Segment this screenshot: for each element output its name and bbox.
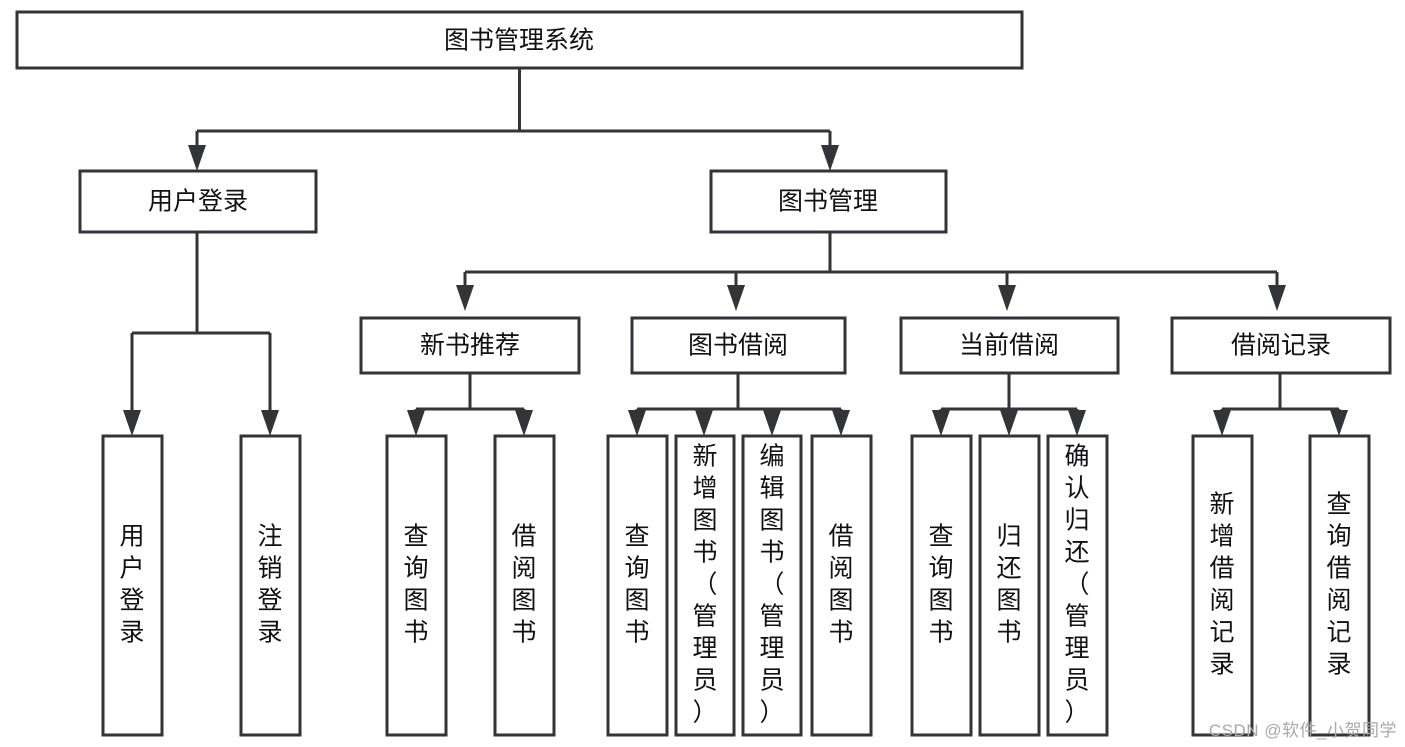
leaf-book-borrow-1[interactable]: 新增图书（管理员）: [674, 434, 736, 737]
leaf-borrow-record-0[interactable]: 新增借阅记录: [1191, 434, 1254, 737]
connector-group-new-book: [407, 373, 533, 436]
connector-group-book-borrow: [628, 373, 850, 436]
leaf-current-borrow-2-label: 确认归还（管理员）: [1064, 442, 1089, 726]
leaf-current-borrow-1-label: 归还图书: [996, 522, 1021, 646]
leaf-new-book-0-label: 查询图书: [403, 522, 428, 646]
connector-group-book-manage: [456, 232, 1286, 311]
leaf-current-borrow-0[interactable]: 查询图书: [910, 434, 973, 737]
leaf-user-login-1[interactable]: 注销登录: [239, 434, 302, 737]
node-book-manage-label: 图书管理: [778, 188, 878, 216]
node-new-book-recommend-label: 新书推荐: [420, 332, 520, 360]
connector-group-root: [188, 68, 839, 171]
leaf-new-book-1[interactable]: 借阅图书: [493, 434, 556, 737]
node-user-login-label: 用户登录: [148, 188, 248, 216]
node-root[interactable]: 图书管理系统: [15, 10, 1024, 70]
node-new-book-recommend[interactable]: 新书推荐: [359, 316, 581, 375]
node-current-borrow[interactable]: 当前借阅: [899, 316, 1120, 375]
leaf-user-login-0-label: 用户登录: [119, 522, 144, 646]
leaf-borrow-record-1[interactable]: 查询借阅记录: [1308, 434, 1371, 737]
node-book-borrow[interactable]: 图书借阅: [630, 316, 847, 375]
connector-group-current-borrow: [932, 373, 1086, 436]
leaf-book-borrow-0[interactable]: 查询图书: [606, 434, 669, 737]
leaf-book-borrow-3-label: 借阅图书: [828, 522, 853, 646]
leaf-book-borrow-1-label: 新增图书（管理员）: [692, 442, 717, 726]
leaf-user-login-1-label: 注销登录: [257, 522, 282, 646]
leaf-new-book-0[interactable]: 查询图书: [385, 434, 448, 737]
leaf-current-borrow-2[interactable]: 确认归还（管理员）: [1046, 434, 1109, 737]
leaf-current-borrow-0-label: 查询图书: [928, 522, 953, 646]
leaf-borrow-record-1-label: 查询借阅记录: [1326, 490, 1351, 678]
node-root-label: 图书管理系统: [444, 27, 594, 55]
leaf-book-borrow-0-label: 查询图书: [624, 522, 649, 646]
node-borrow-record-label: 借阅记录: [1231, 332, 1331, 360]
leaf-new-book-1-label: 借阅图书: [511, 522, 536, 646]
node-book-borrow-label: 图书借阅: [688, 332, 788, 360]
node-user-login[interactable]: 用户登录: [78, 169, 318, 234]
leaf-user-login-0[interactable]: 用户登录: [101, 434, 164, 737]
node-book-manage[interactable]: 图书管理: [709, 169, 948, 234]
node-borrow-record[interactable]: 借阅记录: [1170, 316, 1392, 375]
node-current-borrow-label: 当前借阅: [959, 332, 1059, 360]
leaf-book-borrow-3[interactable]: 借阅图书: [810, 434, 873, 737]
leaf-book-borrow-2[interactable]: 编辑图书（管理员）: [741, 434, 803, 737]
leaf-borrow-record-0-label: 新增借阅记录: [1209, 490, 1234, 678]
connector-group-borrow-record: [1213, 373, 1348, 436]
leaf-book-borrow-2-label: 编辑图书（管理员）: [759, 442, 784, 726]
leaf-current-borrow-1[interactable]: 归还图书: [978, 434, 1041, 737]
connector-group-user-login: [123, 232, 279, 436]
